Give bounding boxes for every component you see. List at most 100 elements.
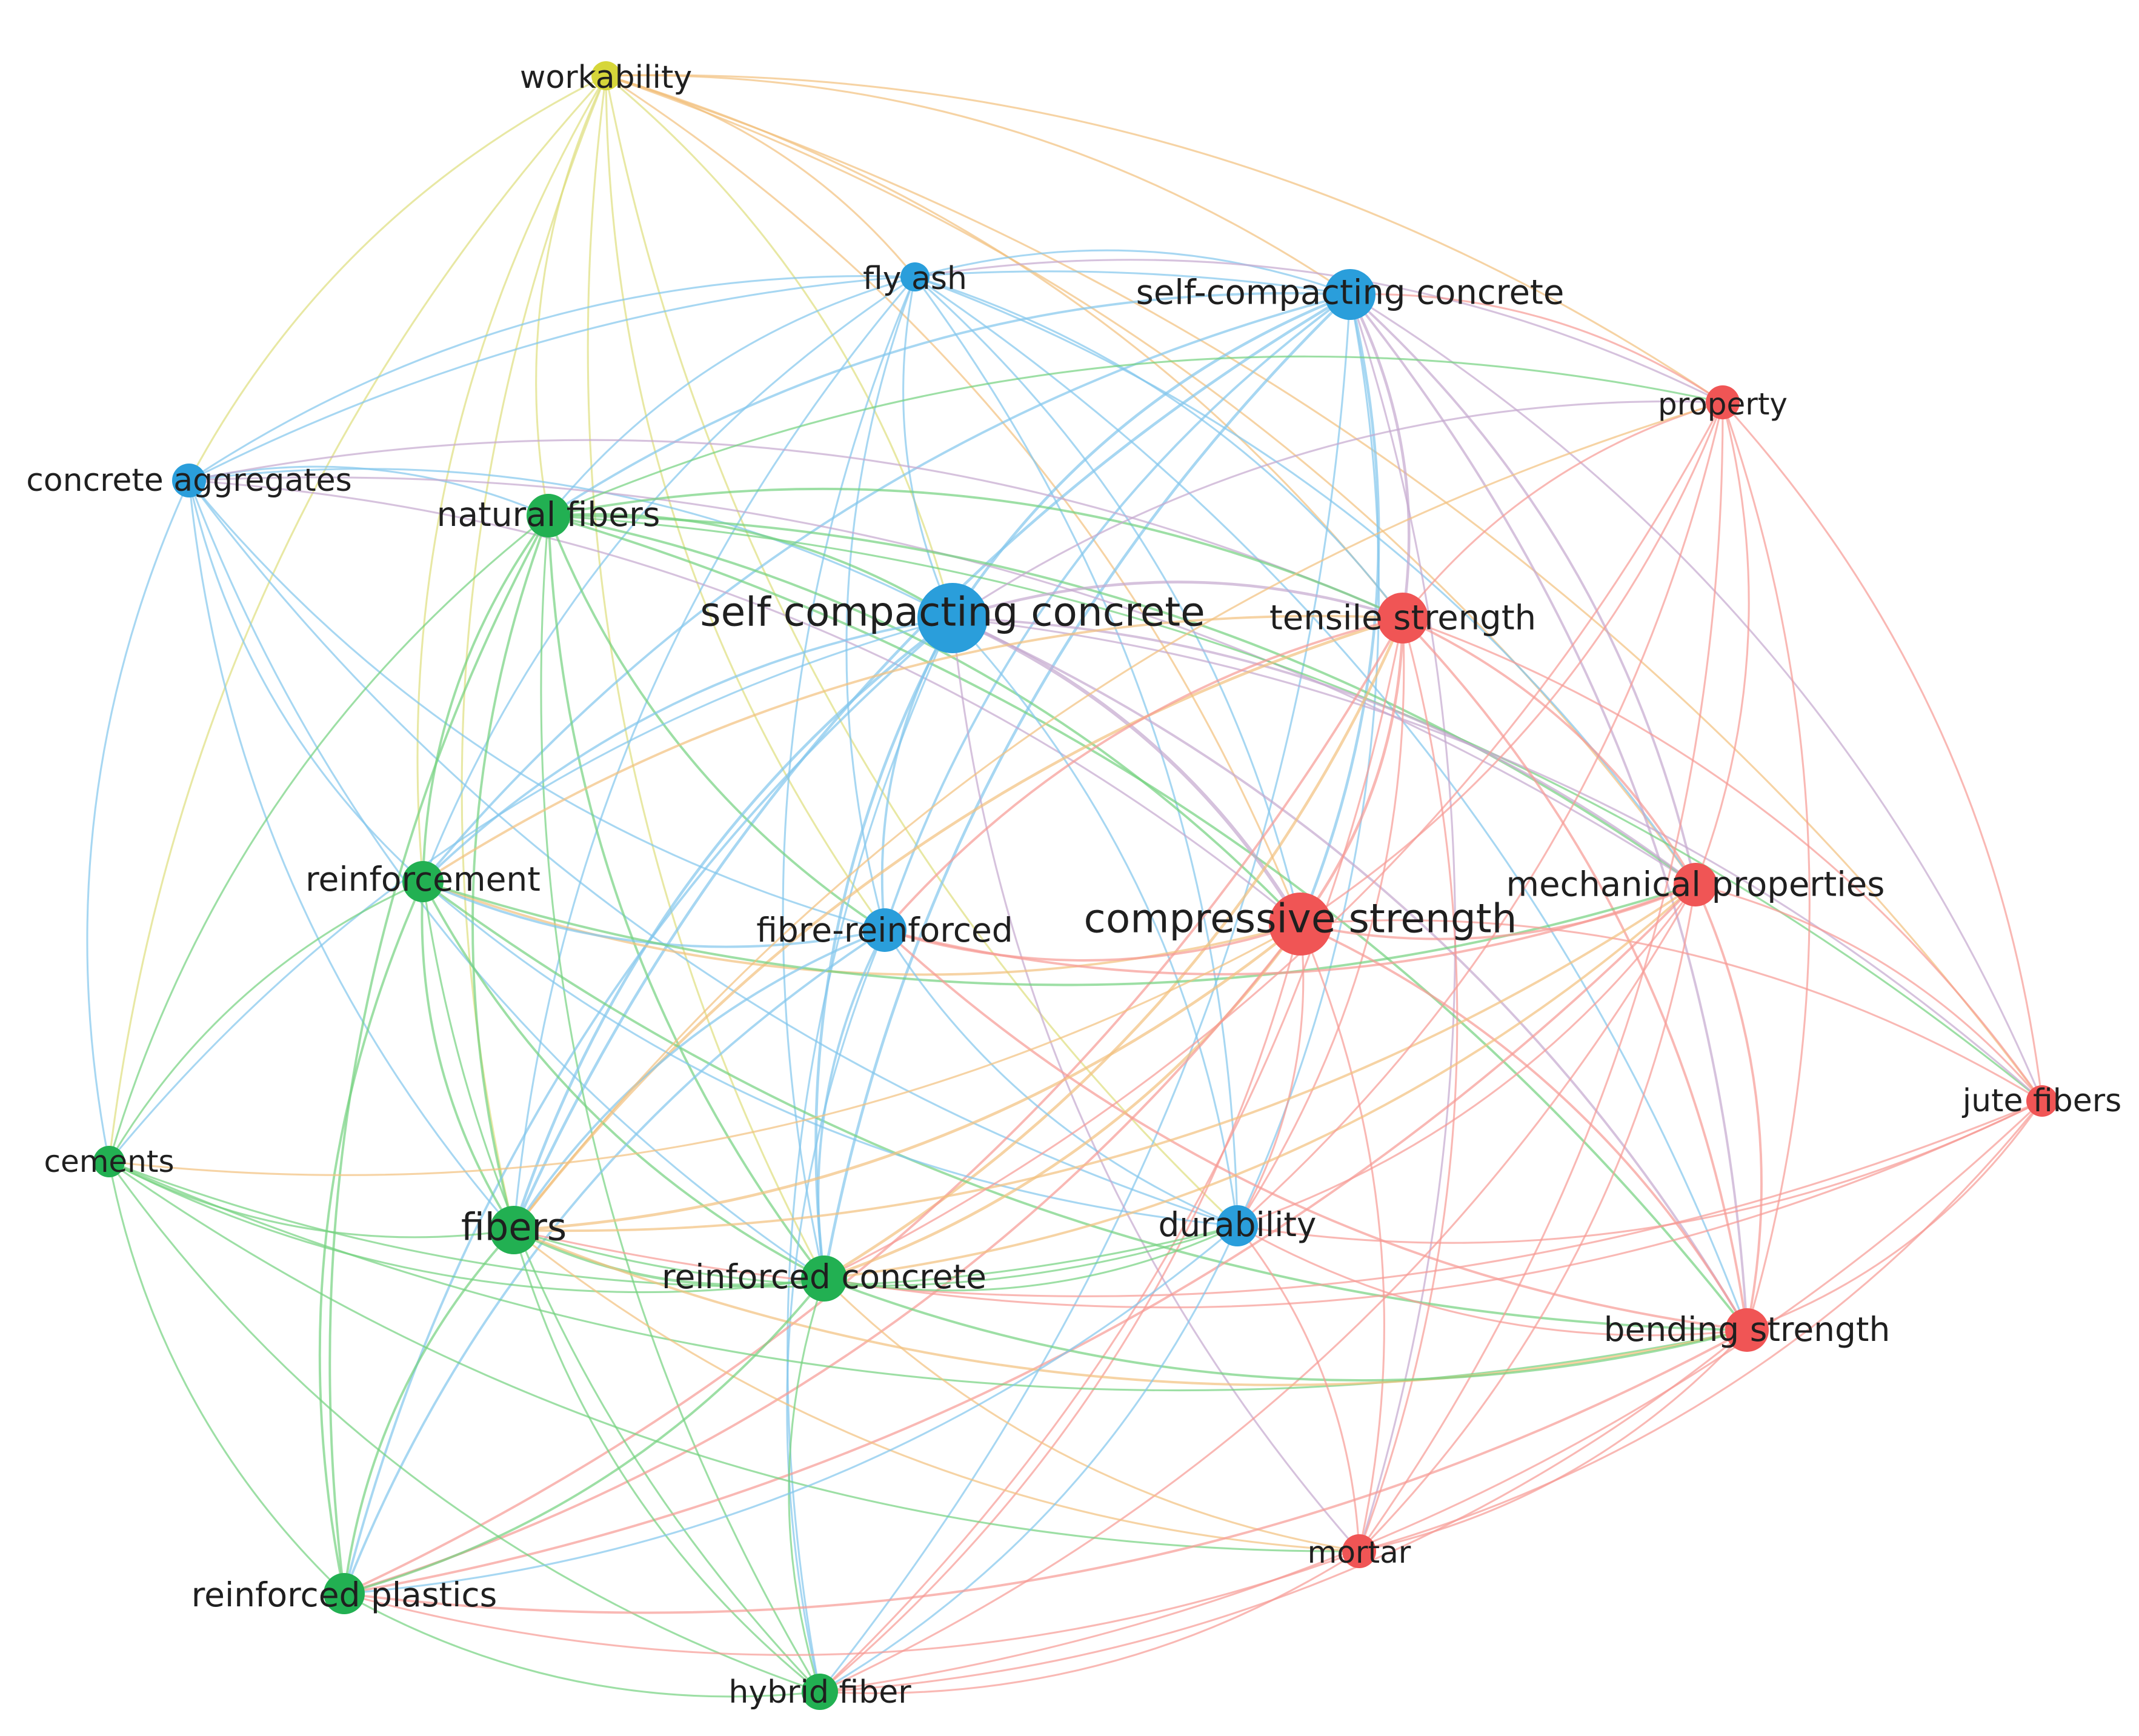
edge-concrete-aggregates-compressive-strength [188,479,1301,925]
edge-fibers-bending-strength [513,1229,1748,1386]
edge-compressive-strength-property [1300,402,1724,925]
edge-natural-fibers-tensile-strength [548,487,1403,619]
edge-self-compacting-concrete-hyphen-reinforcement [422,293,1351,883]
edge-compressive-strength-mechanical-properties [1300,883,1696,940]
edge-tensile-strength-reinforced-plastics [344,617,1404,1595]
node-hybrid-fiber[interactable] [802,1674,838,1710]
edge-reinforced-concrete-reinforced-plastics [344,1277,825,1595]
edge-bending-strength-reinforced-plastics [344,1329,1748,1614]
edge-natural-fibers-cements [108,514,549,1162]
edge-tensile-strength-compressive-strength [1299,617,1405,925]
node-workability[interactable] [591,61,620,90]
edge-cements-durability [108,1160,1238,1288]
edge-tensile-strength-hybrid-fiber [819,617,1404,1693]
edge-property-mortar [1358,402,1724,1552]
node-fly-ash[interactable] [900,262,930,291]
edge-mechanical-properties-hybrid-fiber [819,884,1697,1693]
edge-reinforced-concrete-bending-strength [823,1277,1748,1382]
node-reinforced-concrete[interactable] [801,1255,847,1302]
edge-self-compacting-concrete-jute-fibers [952,617,2043,1102]
edge-mortar-hybrid-fiber [819,1550,1360,1694]
edge-cements-bending-strength [108,1160,1748,1392]
edge-concrete-aggregates-fibre-reinforced [188,480,885,931]
edge-durability-bending-strength [1237,1225,1748,1337]
edge-reinforced-concrete-mortar [823,1277,1360,1552]
edge-natural-fibers-hybrid-fiber [540,515,821,1692]
edge-concrete-aggregates-reinforcement [188,480,424,883]
edge-self-compacting-concrete-bending-strength [952,617,1748,1331]
edge-workability-self-compacting-concrete [605,75,954,619]
edge-reinforced-plastics-hybrid-fiber [344,1592,820,1698]
node-layer [93,61,2058,1710]
edge-compressive-strength-mortar [1299,923,1385,1552]
edge-reinforcement-bending-strength [422,880,1748,1331]
label-fly-ash: fly ash [863,261,967,297]
edge-fly-ash-property [914,259,1723,404]
edge-reinforcement-compressive-strength [422,880,1301,976]
node-natural-fibers[interactable] [527,494,570,537]
node-tensile-strength[interactable] [1377,593,1428,644]
node-self-compacting-concrete[interactable] [917,583,988,653]
node-fibre-reinforced[interactable] [863,908,906,952]
label-tensile-strength: tensile strength [1269,599,1536,638]
node-mechanical-properties[interactable] [1674,863,1717,906]
edge-mechanical-properties-bending-strength [1694,884,1763,1331]
edge-mechanical-properties-fibers [513,883,1697,1232]
node-reinforced-plastics[interactable] [324,1573,365,1614]
edge-workability-fibre-reinforced [605,75,886,931]
edge-self-compacting-concrete-hyphen-bending-strength [1349,293,1748,1331]
edge-fibers-reinforced-concrete [513,1228,825,1287]
edge-compressive-strength-durability [1236,923,1305,1226]
node-concrete-aggregates[interactable] [172,464,206,497]
edge-fibre-reinforced-fibers [513,929,885,1231]
node-compressive-strength[interactable] [1269,893,1332,956]
edge-fly-ash-natural-fibers [547,276,916,516]
edge-fly-ash-reinforcement [422,276,916,882]
node-cements[interactable] [93,1146,125,1177]
node-reinforcement[interactable] [402,861,444,902]
node-jute-fibers[interactable] [2026,1085,2058,1117]
edge-self-compacting-concrete-reinforced-plastics [343,617,954,1594]
edge-natural-fibers-mechanical-properties [548,514,1697,886]
label-cements: cements [44,1144,174,1179]
edge-reinforcement-fibers [421,881,515,1231]
edge-layer [86,74,2043,1698]
label-jute-fibers: jute fibers [1962,1083,2122,1119]
label-reinforced-concrete: reinforced concrete [662,1257,986,1296]
edge-property-bending-strength [1722,402,1811,1331]
edge-property-reinforced-concrete [823,402,1724,1280]
edge-reinforcement-durability [422,880,1238,1227]
node-bending-strength[interactable] [1725,1308,1769,1352]
node-durability[interactable] [1217,1205,1258,1246]
edge-concrete-aggregates-mechanical-properties [188,476,1696,886]
node-fibers[interactable] [490,1206,538,1254]
edge-durability-hybrid-fiber [819,1225,1239,1693]
label-self-compacting-concrete: self compacting concrete [700,589,1205,636]
node-property[interactable] [1706,385,1740,419]
edge-jute-fibers-mortar [1359,1100,2043,1552]
edge-self-compacting-concrete-property [952,400,1723,619]
edge-jute-fibers-hybrid-fiber [819,1100,2043,1693]
edge-bending-strength-hybrid-fiber [819,1329,1748,1693]
edge-tensile-strength-fibre-reinforced [883,617,1403,931]
edge-jute-fibers-fibers [513,1100,2043,1297]
edge-fibre-reinforced-hybrid-fiber [786,930,886,1692]
edge-self-compacting-concrete-hyphen-jute-fibers [1349,293,2043,1102]
edge-cements-mortar [108,1160,1360,1552]
edge-concrete-aggregates-tensile-strength [188,439,1403,619]
node-self-compacting-concrete-hyphen[interactable] [1325,269,1376,320]
edge-self-compacting-concrete-hyphen-concrete-aggregates [188,270,1351,482]
label-natural-fibers: natural fibers [437,495,660,534]
edge-natural-fibers-bending-strength [548,514,1748,1331]
edge-reinforced-concrete-hybrid-fiber [788,1278,825,1692]
edge-tensile-strength-jute-fibers [1402,617,2043,1102]
edge-cements-reinforced-concrete [108,1160,825,1294]
edge-self-compacting-concrete-hyphen-natural-fibers [547,292,1351,517]
edge-fly-ash-concrete-aggregates [188,275,916,482]
edge-mechanical-properties-jute-fibers [1695,883,2043,1102]
label-fibre-reinforced: fibre-reinforced [756,911,1013,949]
edge-self-compacting-concrete-fibers [512,617,954,1231]
node-mortar[interactable] [1342,1534,1376,1568]
edge-self-compacting-concrete-reinforcement [422,617,953,883]
